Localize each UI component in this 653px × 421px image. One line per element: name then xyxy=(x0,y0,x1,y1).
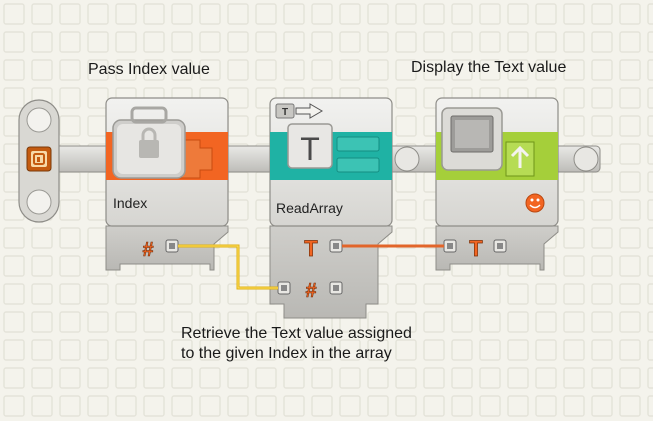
upload-screen-icon xyxy=(505,141,535,177)
read-array-block[interactable]: T T T # xyxy=(269,97,393,319)
smiley-icon xyxy=(525,193,545,213)
display-text-plug-icon: T xyxy=(469,236,483,261)
screen-display-icon xyxy=(441,107,503,171)
display-text-caption: Display the Text value xyxy=(411,59,567,76)
retrieve-text-caption: Retrieve the Text value assigned to the … xyxy=(181,325,412,362)
read-array-block-label: ReadArray xyxy=(276,200,343,216)
number-wire-highlight xyxy=(178,245,278,289)
read-mode-arrow-icon: T xyxy=(275,103,323,119)
display-block[interactable]: T xyxy=(435,97,559,271)
svg-text:#: # xyxy=(142,239,153,261)
svg-text:T: T xyxy=(282,107,288,118)
text-array-icon: T xyxy=(287,123,333,169)
start-point[interactable] xyxy=(18,99,60,223)
svg-text:T: T xyxy=(300,131,320,167)
read-array-text-plug-icon: T xyxy=(304,236,318,261)
index-block-label: Index xyxy=(113,195,147,211)
read-array-number-plug-icon: # xyxy=(305,280,316,302)
suitcase-lock-icon xyxy=(112,106,186,179)
pass-index-caption: Pass Index value xyxy=(88,61,210,78)
index-block[interactable]: # xyxy=(105,97,229,271)
array-connector-icon xyxy=(177,139,213,179)
index-number-plug-icon: # xyxy=(142,239,154,262)
